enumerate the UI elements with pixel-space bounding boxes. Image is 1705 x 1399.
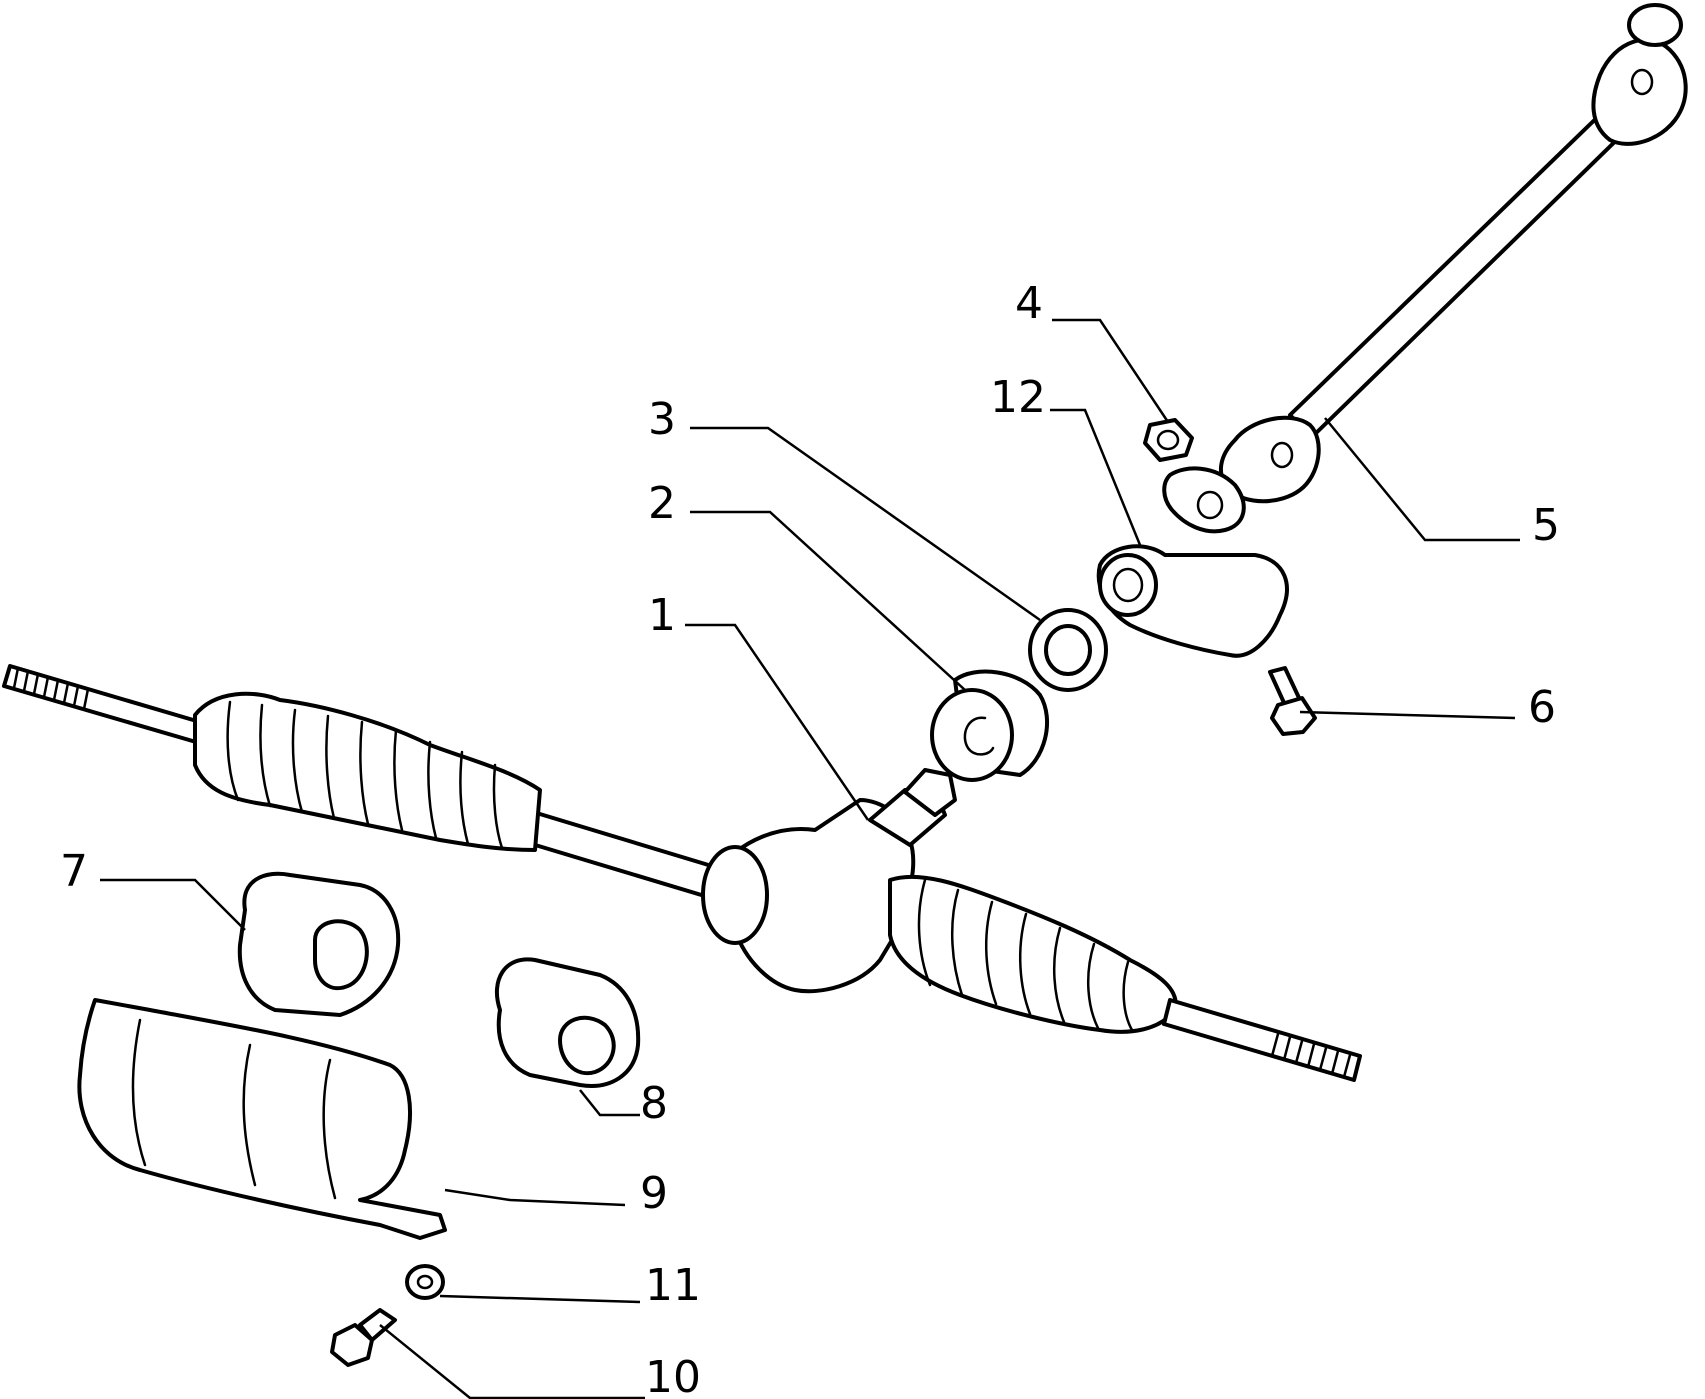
bolt-10-head [330, 1323, 374, 1367]
leader-12 [1050, 408, 1142, 546]
callout-3: 3 [648, 394, 676, 445]
heat-shield-body [77, 998, 447, 1240]
left-tie-rod-thread [12, 666, 90, 711]
callout-7: 7 [60, 846, 88, 897]
right-bellows-boot [888, 874, 1178, 1034]
callout-1: 1 [648, 590, 676, 641]
callout-labels: 1 2 3 4 5 6 7 8 9 10 11 12 [60, 278, 1560, 1399]
bush-bore [963, 716, 995, 756]
bush-face [930, 688, 1014, 782]
rack-housing-end-collar [701, 845, 769, 945]
right-bellows-ribs [917, 878, 1134, 1032]
mounting-bush-7-bore [313, 919, 369, 991]
bolt-part-10 [330, 1308, 397, 1367]
washer-11-inner [416, 1274, 434, 1290]
callout-4: 4 [1015, 278, 1043, 329]
pinion-thread [903, 768, 957, 817]
heat-shield-folds [131, 1018, 337, 1200]
callout-8: 8 [640, 1078, 668, 1129]
leader-10 [379, 1324, 645, 1399]
left-bellows-ribs [226, 700, 504, 850]
upper-u-joint-pin [1630, 68, 1654, 96]
leader-11 [439, 1294, 641, 1304]
bolt-part-6 [1268, 666, 1317, 736]
washer-part-11 [405, 1264, 445, 1300]
callout-10: 10 [645, 1352, 701, 1399]
leader-4 [1052, 318, 1170, 423]
washer-ring-inner [1044, 624, 1092, 676]
left-bellows-boot [193, 691, 542, 852]
lower-u-joint-pin [1270, 441, 1294, 469]
right-tie-rod [1162, 998, 1362, 1082]
bolt-6-head [1270, 696, 1317, 736]
bush-part [930, 669, 1050, 782]
leader-9 [444, 1188, 626, 1207]
heat-shield-part-9 [77, 998, 447, 1240]
mounting-bush-part-7 [237, 871, 401, 1017]
callout-5: 5 [1532, 500, 1560, 551]
mounting-bush-part-8 [494, 957, 641, 1088]
spline-bore [1196, 490, 1224, 520]
steering-shaft-tube [1288, 103, 1634, 439]
washer-11-outer [405, 1264, 445, 1300]
lower-u-joint-spline-yoke [1162, 466, 1246, 534]
steering-shaft-part [1162, 3, 1688, 534]
leader-5 [1324, 417, 1520, 542]
mounting-bush-8-bore [558, 1015, 616, 1076]
callout-12: 12 [990, 372, 1046, 423]
callout-2: 2 [648, 478, 676, 529]
leader-7 [100, 878, 246, 931]
right-tie-rod-thread [1270, 1032, 1352, 1079]
leader-2 [690, 510, 966, 691]
leader-1 [685, 623, 870, 821]
upper-u-joint-cap [1627, 3, 1683, 47]
left-tie-rod [2, 664, 202, 744]
clamp-yoke-eye-hole [1112, 567, 1144, 603]
clamp-yoke-part [1096, 544, 1289, 658]
rack-bar [510, 806, 727, 902]
washer-ring-part [1028, 608, 1108, 692]
clamp-yoke-eye [1098, 553, 1158, 617]
nut-hole [1156, 429, 1180, 451]
leader-6 [1299, 710, 1516, 720]
leader-3 [690, 426, 1041, 622]
steering-rack-assembly [2, 664, 1362, 1082]
leader-lines [100, 318, 1520, 1399]
upper-u-joint [1591, 37, 1688, 146]
callout-9: 9 [640, 1168, 668, 1219]
nut-part [1143, 418, 1194, 462]
nut-hex [1143, 418, 1194, 462]
callout-6: 6 [1528, 682, 1556, 733]
leader-8 [579, 1089, 640, 1117]
callout-11: 11 [645, 1260, 701, 1311]
